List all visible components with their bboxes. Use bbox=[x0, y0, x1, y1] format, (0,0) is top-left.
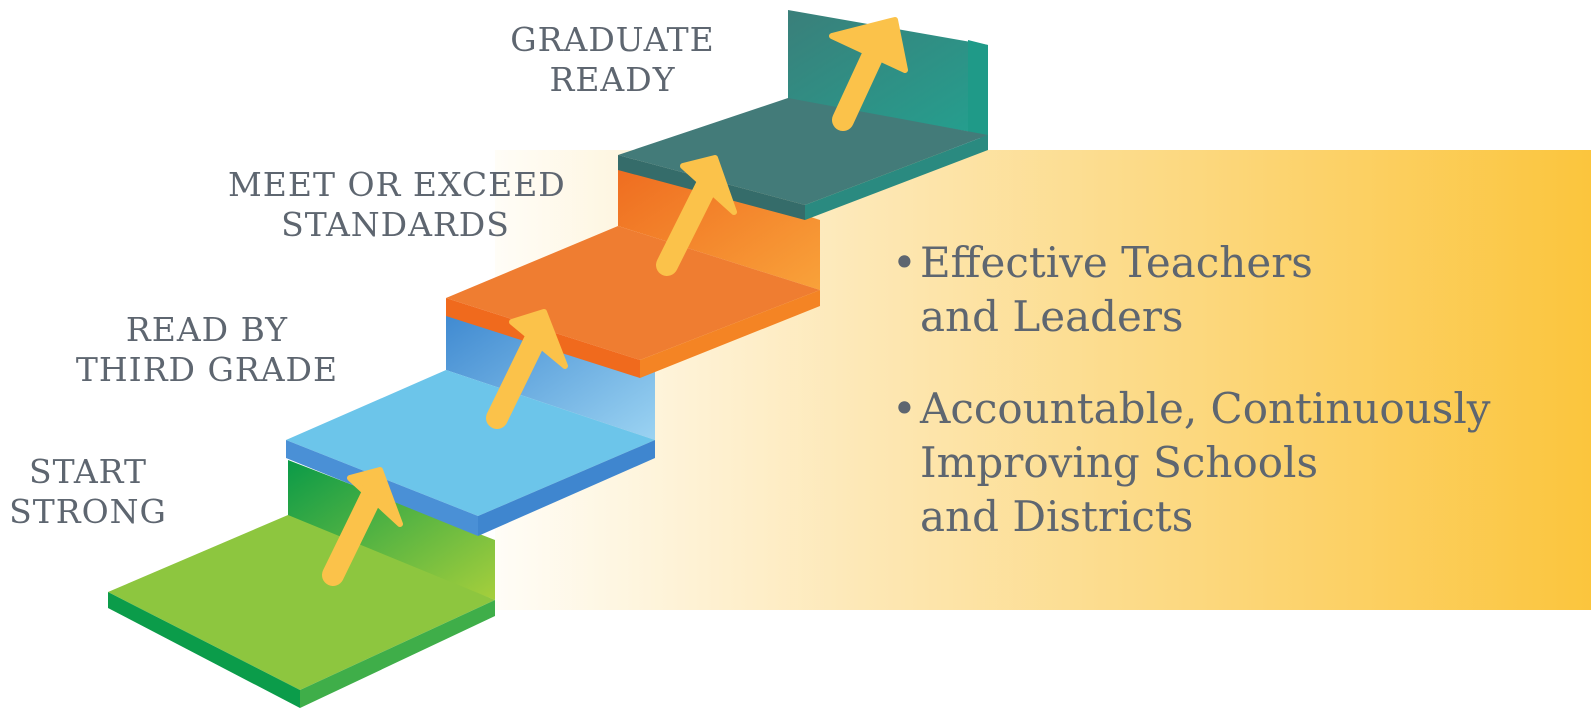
label-line: GRADUATE bbox=[510, 20, 715, 59]
label-line: MEET OR EXCEED bbox=[228, 165, 566, 204]
label-line: READY bbox=[549, 60, 676, 99]
label-line: READ BY bbox=[125, 310, 289, 349]
bullet-line: and Leaders bbox=[920, 292, 1184, 341]
label-start-strong: START STRONG bbox=[8, 452, 168, 532]
bullet-item: Effective Teachers and Leaders bbox=[892, 236, 1570, 344]
arrow-up-icon bbox=[486, 309, 568, 429]
bullet-line: Improving Schools bbox=[920, 438, 1319, 487]
bullet-line: Accountable, Continuously bbox=[920, 384, 1491, 433]
label-line: THIRD GRADE bbox=[75, 350, 339, 389]
arrow-up-icon bbox=[656, 155, 737, 276]
step-start-strong bbox=[108, 460, 495, 708]
bullet-list: Effective Teachers and Leaders Accountab… bbox=[892, 236, 1570, 582]
label-read-by-third-grade: READ BY THIRD GRADE bbox=[72, 310, 342, 390]
label-line: STRONG bbox=[9, 492, 167, 531]
step-read-by-third-grade bbox=[286, 300, 655, 536]
arrow-up-icon bbox=[322, 467, 403, 586]
label-graduate-ready: GRADUATE READY bbox=[500, 20, 725, 100]
label-meet-or-exceed-standards: MEET OR EXCEED STANDARDS bbox=[228, 165, 566, 245]
label-line: START bbox=[29, 452, 147, 491]
bullet-line: Effective Teachers bbox=[920, 238, 1313, 287]
bullet-item: Accountable, Continuously Improving Scho… bbox=[892, 382, 1570, 544]
arrow-up-icon bbox=[829, 17, 908, 131]
bullet-line: and Districts bbox=[920, 492, 1194, 541]
label-line: STANDARDS bbox=[281, 205, 510, 244]
